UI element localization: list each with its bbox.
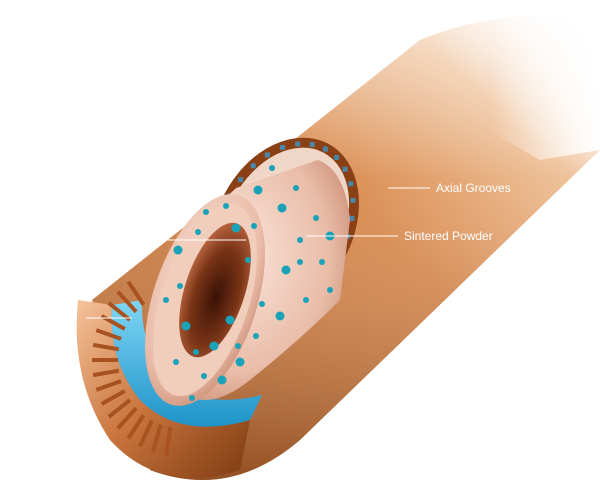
powder-particle: [235, 343, 241, 349]
ring-tooth: [264, 152, 270, 158]
ring-tooth: [348, 181, 354, 187]
ring-tooth: [322, 146, 328, 152]
powder-particle: [217, 375, 227, 385]
ring-tooth: [250, 163, 256, 169]
groove-fin: [150, 424, 163, 453]
sintered-powder-cylinder: [144, 160, 350, 406]
powder-particle: [303, 297, 309, 303]
ring-tooth: [295, 141, 301, 147]
powder-particle: [201, 373, 207, 379]
powder-particle: [193, 349, 199, 355]
powder-particle: [195, 229, 201, 235]
groove-fin: [126, 280, 146, 306]
powder-particle: [259, 301, 265, 307]
powder-particle: [319, 259, 325, 265]
powder-particle: [231, 223, 241, 233]
label-axial-grooves: Axial Grooves: [436, 181, 511, 195]
powder-particle: [189, 395, 195, 401]
ring-tooth: [334, 154, 340, 160]
groove-fin: [95, 379, 122, 392]
powder-particle: [281, 265, 291, 275]
ring-tooth: [238, 177, 244, 183]
callout-sintered-powder: Sintered Powder: [306, 229, 493, 243]
ring-tooth: [349, 215, 355, 221]
hollow-core: [179, 222, 251, 358]
ring-tooth: [342, 166, 348, 172]
powder-particle: [181, 321, 191, 331]
groove-fins: [92, 280, 173, 456]
powder-particle: [173, 359, 179, 365]
powder-particle: [209, 341, 219, 351]
groove-fin: [95, 328, 122, 341]
powder-particle: [275, 311, 285, 321]
groove-fin: [164, 427, 173, 456]
groove-fin: [107, 301, 132, 322]
powder-particle: [225, 315, 235, 325]
groove-fin: [100, 389, 126, 406]
groove-fin: [116, 406, 138, 430]
powder-particle: [269, 165, 275, 171]
powder-particle: [173, 245, 183, 255]
powder-particle: [253, 333, 259, 339]
ring-tooth: [309, 141, 315, 147]
powder-particle: [163, 297, 169, 303]
label-sintered-powder: Sintered Powder: [404, 229, 493, 243]
powder-particle: [177, 283, 183, 289]
groove-fin: [92, 368, 120, 378]
groove-fin: [126, 414, 146, 440]
powder-particle: [223, 203, 229, 209]
groove-fin: [138, 419, 154, 448]
groove-fin: [92, 342, 120, 352]
powder-particle: [203, 209, 209, 215]
powder-particle: [327, 287, 333, 293]
ring-tooth: [350, 197, 356, 203]
powder-particles: [163, 165, 335, 401]
powder-particle: [297, 237, 303, 243]
groove-fin: [107, 398, 132, 419]
powder-particle: [277, 203, 287, 213]
powder-particle: [293, 185, 299, 191]
powder-particle: [313, 215, 319, 221]
ring-tooth: [279, 144, 285, 150]
powder-particle: [251, 223, 257, 229]
powder-particle: [245, 257, 251, 263]
powder-particle: [253, 185, 263, 195]
groove-fin: [116, 290, 138, 314]
axial-groove-shell-cutaway: [76, 280, 262, 478]
powder-particle: [235, 357, 245, 367]
powder-particle: [297, 259, 303, 265]
callout-axial-grooves: Axial Grooves: [388, 181, 511, 195]
